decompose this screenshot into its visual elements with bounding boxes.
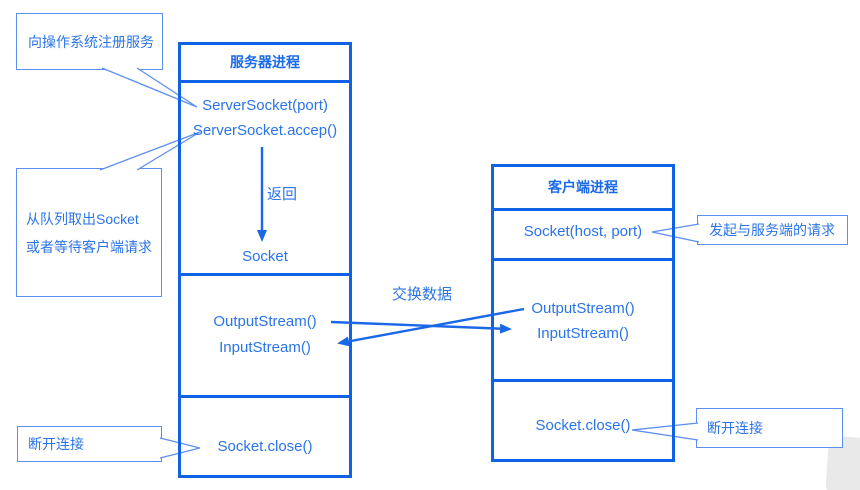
callout-queue-or-wait: 从队列取出Socket 或者等待客户端请求	[16, 168, 162, 297]
client-divider-2	[494, 258, 672, 261]
server-divider-3	[181, 395, 349, 398]
callout-request: 发起与服务端的请求	[697, 215, 848, 245]
server-process-title: 服务器进程	[230, 54, 300, 70]
client-socket-ctor: Socket(host, port)	[523, 223, 643, 240]
callout-queue-line2: 或者等待客户端请求	[26, 238, 152, 255]
callout-disconnect-right-label: 断开连接	[707, 420, 763, 436]
server-socket-accept: ServerSocket.accep()	[192, 122, 338, 139]
client-divider-1	[494, 208, 672, 211]
client-output-stream: OutputStream()	[531, 300, 635, 317]
server-socket-close: Socket.close()	[217, 438, 313, 455]
client-socket-close: Socket.close()	[535, 417, 631, 434]
server-socket-result: Socket	[242, 248, 288, 265]
callout-disconnect-left-label: 断开连接	[28, 436, 84, 452]
exchange-data-label: 交换数据	[392, 286, 453, 303]
server-divider-2	[181, 273, 349, 276]
callout-register-service-label: 向操作系统注册服务	[28, 33, 154, 50]
server-divider-1	[181, 80, 349, 83]
callout-disconnect-right: 断开连接	[696, 408, 843, 448]
callout-register-service: 向操作系统注册服务	[16, 13, 163, 70]
server-input-stream: InputStream()	[219, 339, 311, 356]
server-socket-ctor: ServerSocket(port)	[202, 97, 328, 114]
callout-request-label: 发起与服务端的请求	[709, 222, 835, 238]
server-process-box	[178, 42, 352, 478]
server-output-stream: OutputStream()	[213, 313, 317, 330]
callout-disconnect-left: 断开连接	[17, 426, 162, 462]
callout-queue-line1: 从队列取出Socket	[26, 210, 139, 227]
return-label: 返回	[267, 186, 298, 203]
client-process-title: 客户端进程	[548, 179, 618, 195]
server-output-to-client-input-arrow	[330, 320, 512, 334]
client-divider-3	[494, 379, 672, 382]
client-input-stream: InputStream()	[537, 325, 629, 342]
